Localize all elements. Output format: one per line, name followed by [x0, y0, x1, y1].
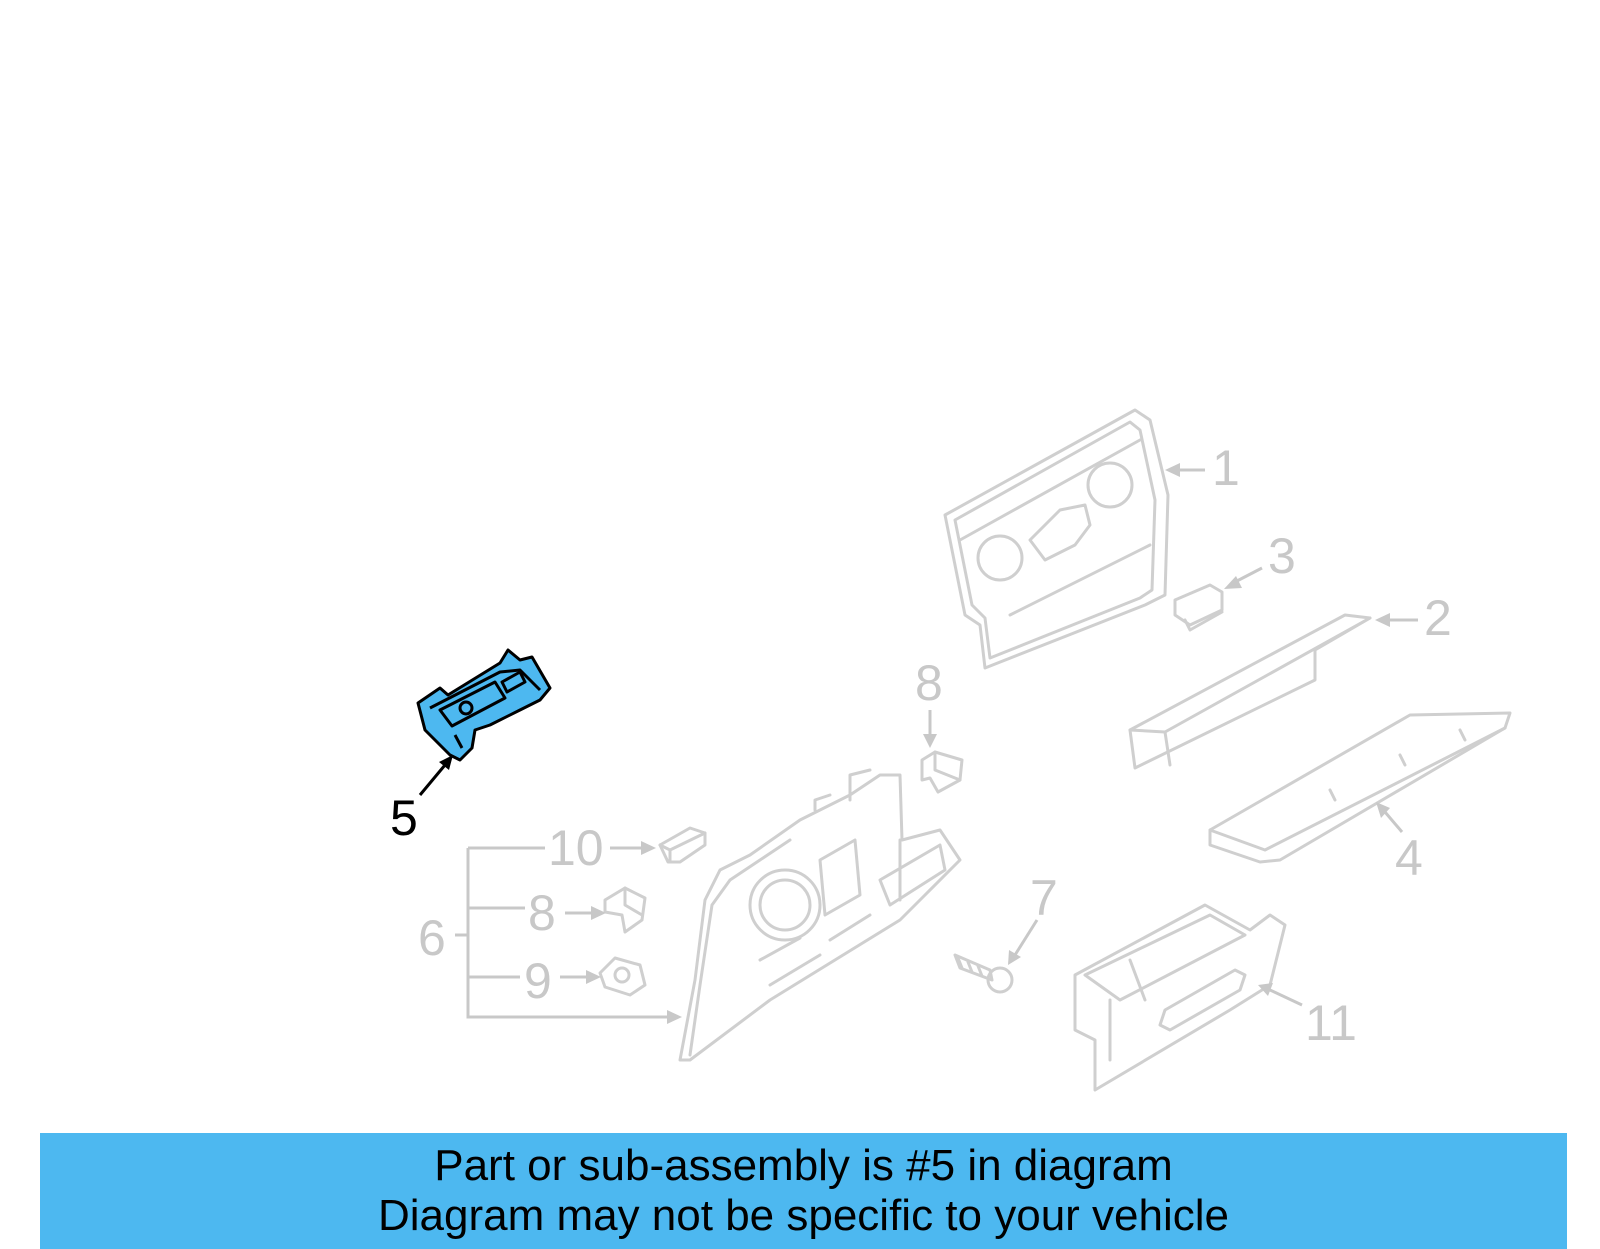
part-1-climate-bezel — [943, 408, 1170, 670]
part-9-nut — [598, 956, 647, 997]
callout-2: 2 — [1424, 590, 1452, 646]
part-8-bracket — [920, 750, 964, 794]
leader-4 — [1383, 811, 1404, 833]
arrowhead-2 — [1375, 613, 1390, 627]
arrowhead-11 — [1258, 983, 1273, 996]
banner-line-2: Diagram may not be specific to your vehi… — [377, 1191, 1230, 1240]
callout-3: 3 — [1268, 528, 1296, 584]
arrowhead-10 — [641, 841, 656, 855]
arrowhead-9 — [586, 970, 601, 984]
arrowhead-8-left — [591, 906, 606, 920]
banner-line-1: Part or sub-assembly is #5 in diagram — [434, 1141, 1173, 1190]
arrowhead-7 — [1008, 950, 1021, 965]
leader-5 — [418, 764, 447, 796]
part-3-clip — [1173, 583, 1224, 632]
callout-8-left: 8 — [528, 885, 556, 941]
arrowhead-4 — [1376, 802, 1390, 818]
arrowhead-8-top — [923, 734, 937, 748]
part-8-left-bracket — [603, 886, 647, 934]
leader-11 — [1269, 988, 1303, 1007]
part-5-switch-bezel[interactable] — [416, 648, 552, 762]
arrowhead-6 — [667, 1010, 682, 1024]
callout-7: 7 — [1030, 870, 1058, 926]
arrowhead-5 — [439, 755, 453, 770]
callout-9: 9 — [524, 953, 552, 1009]
arrowhead-1 — [1165, 463, 1180, 477]
info-banner: Part or sub-assembly is #5 in diagram Di… — [40, 1133, 1567, 1249]
part-7-screw — [953, 953, 1014, 994]
part-11-glove-box — [1073, 903, 1287, 1092]
part-10-clip — [658, 826, 707, 864]
callout-6: 6 — [418, 910, 446, 966]
callout-8-top: 8 — [915, 655, 943, 711]
arrowhead-3 — [1224, 576, 1242, 589]
bracket-6 — [466, 848, 670, 1019]
callout-11: 11 — [1305, 995, 1357, 1051]
part-4-lower-panel — [1208, 711, 1512, 864]
part-2-trim-strip — [1128, 613, 1372, 770]
part-6-main-panel — [678, 768, 962, 1062]
callout-4: 4 — [1395, 830, 1423, 886]
callout-1: 1 — [1212, 440, 1240, 496]
callout-5: 5 — [390, 790, 418, 846]
callout-10: 10 — [548, 820, 604, 876]
leader-7 — [1013, 919, 1039, 956]
leader-3 — [1234, 566, 1263, 584]
